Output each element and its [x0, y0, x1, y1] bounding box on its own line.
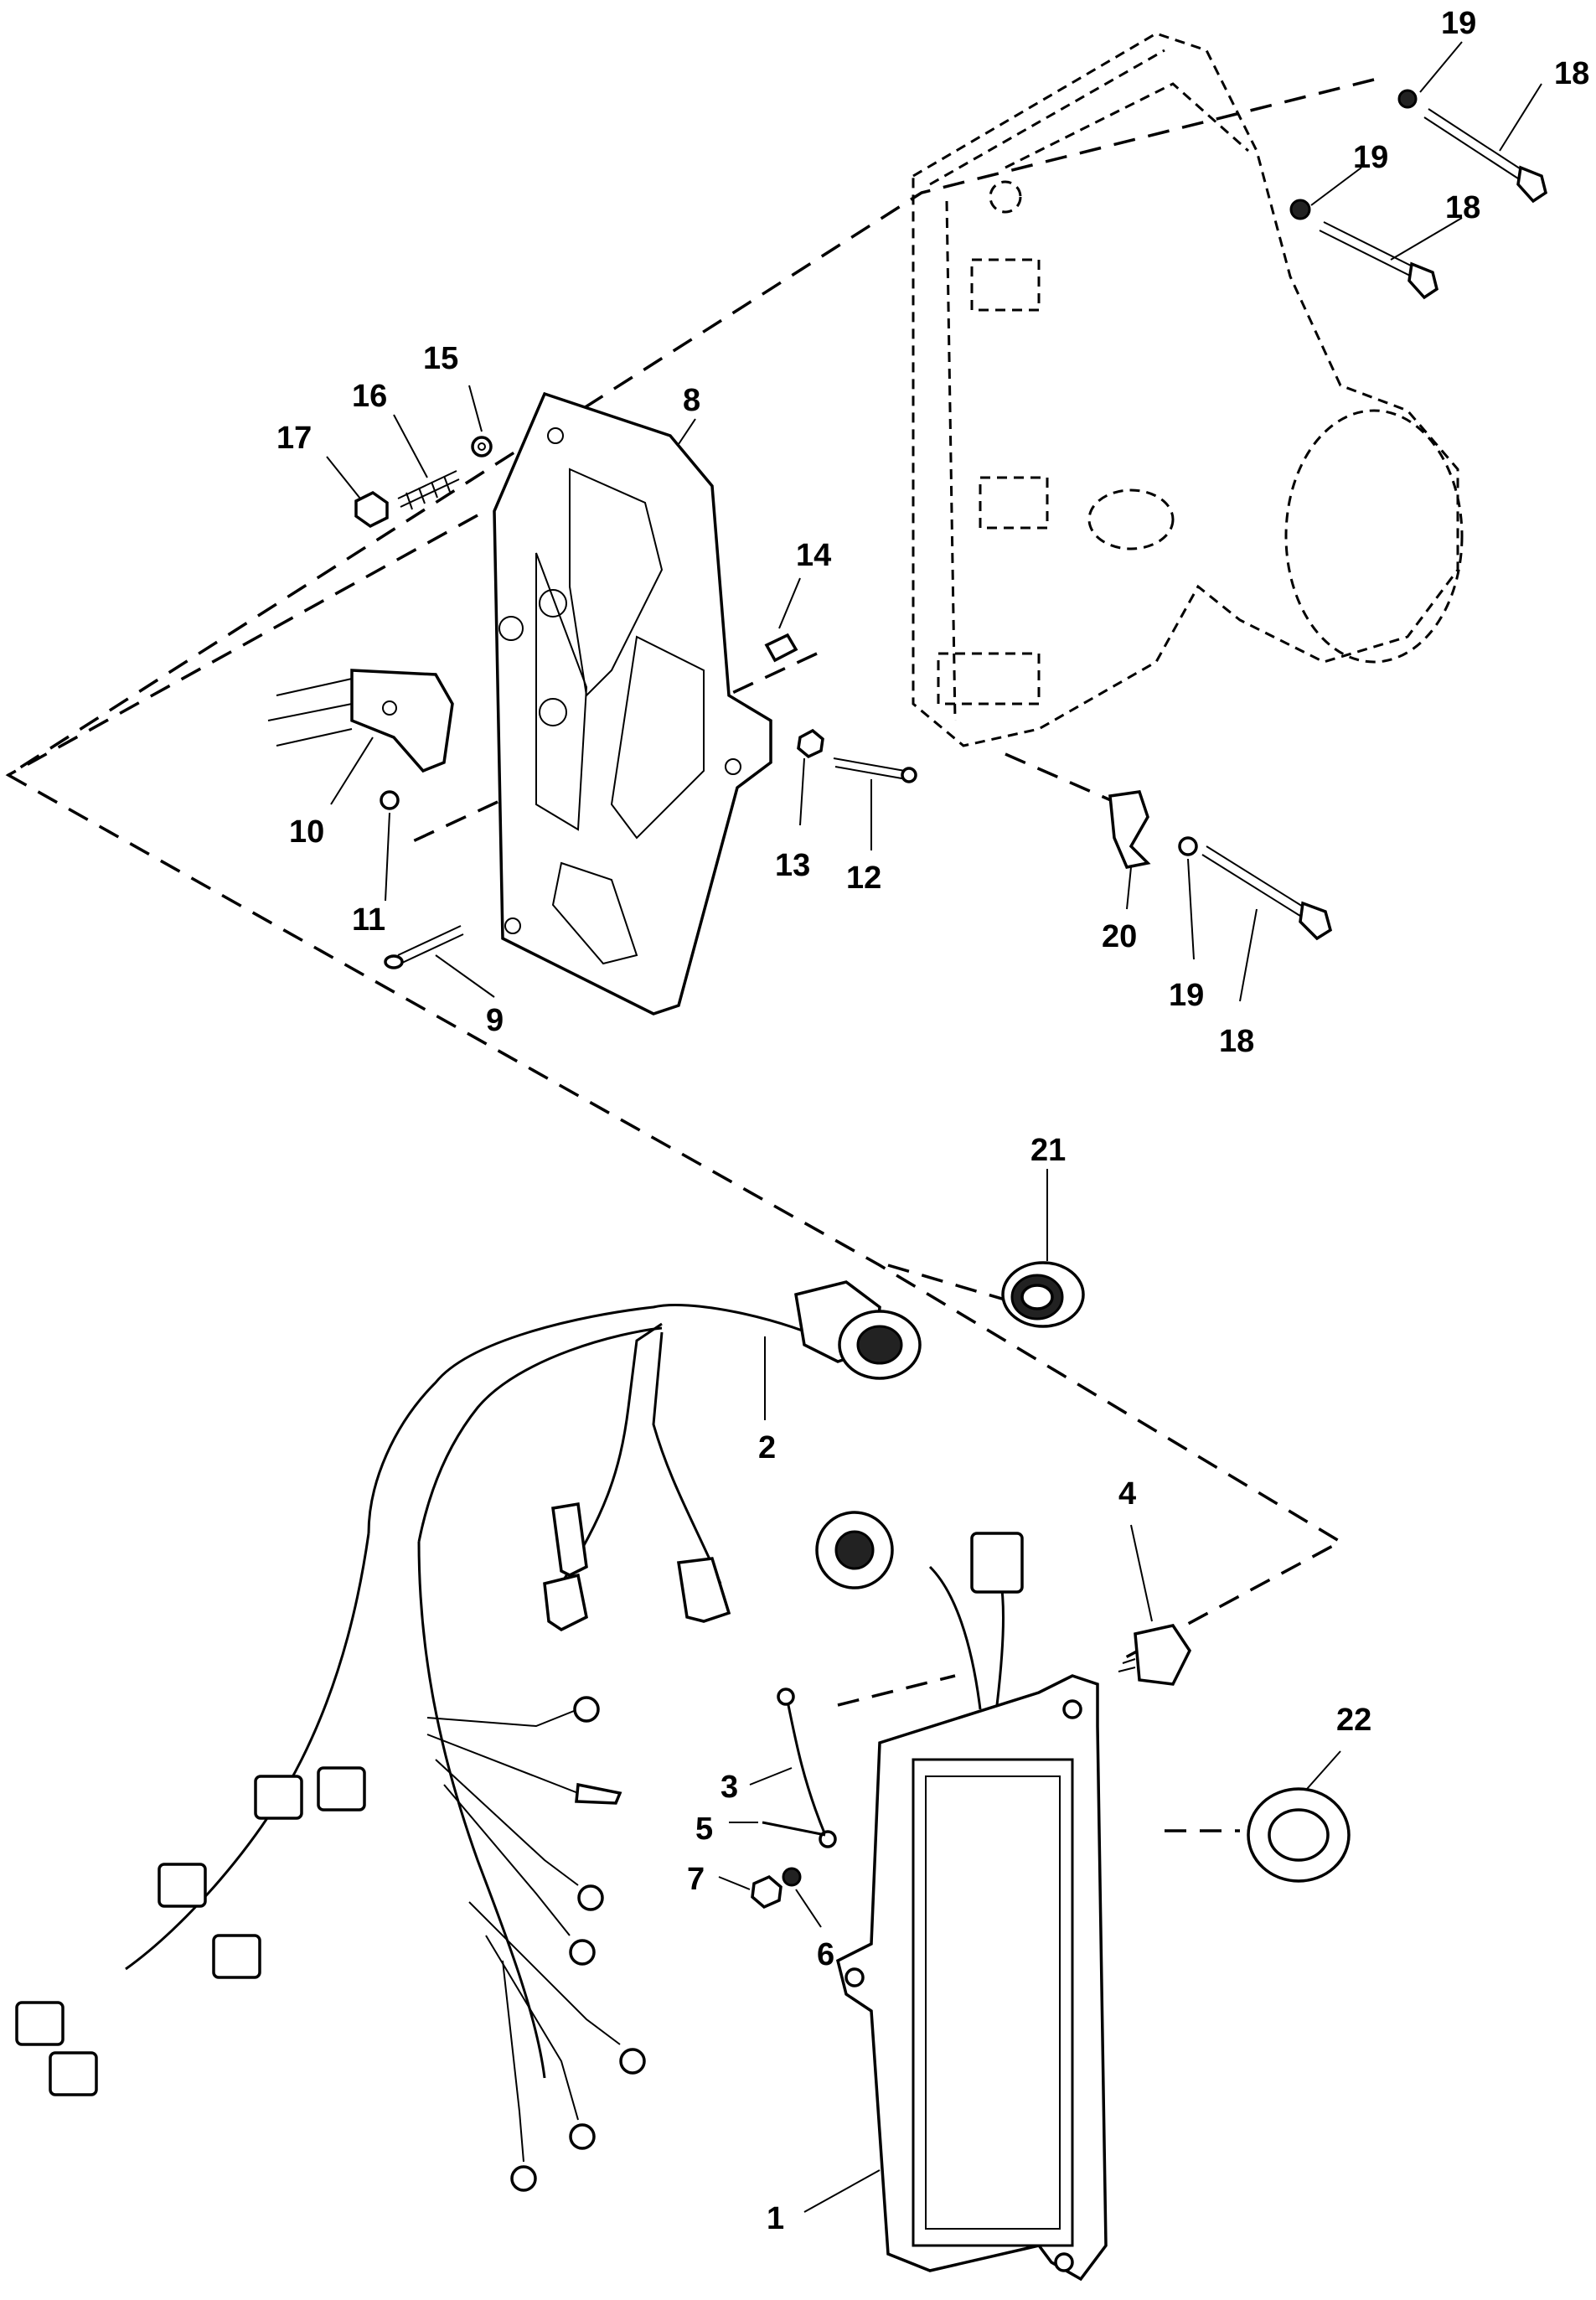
grommet-21 — [1001, 1261, 1085, 1328]
harness-bracket — [267, 669, 454, 773]
grommet-22 — [1247, 1787, 1351, 1883]
callout-7: 7 — [687, 1862, 705, 1897]
stud-16 — [397, 470, 460, 510]
callout-10: 10 — [289, 814, 324, 850]
washer-19c — [1178, 836, 1198, 856]
washer-19b — [1289, 199, 1311, 220]
sensor-4 — [1118, 1624, 1192, 1686]
wiring-harness — [15, 1280, 922, 2192]
callout-19c: 19 — [1169, 978, 1204, 1013]
control-module-1 — [815, 1511, 1108, 2282]
callout-14: 14 — [796, 538, 831, 573]
screw-12 — [833, 757, 907, 780]
callout-22: 22 — [1336, 1703, 1371, 1738]
callout-3: 3 — [721, 1770, 738, 1805]
callout-20: 20 — [1102, 919, 1137, 954]
callout-2: 2 — [758, 1430, 776, 1465]
callout-18a: 18 — [1554, 56, 1589, 91]
electrical-box-housing — [912, 32, 1464, 747]
callout-16: 16 — [352, 379, 387, 414]
callout-8: 8 — [683, 383, 700, 418]
bolt-18c — [1201, 845, 1308, 918]
harness-connectors — [15, 1766, 366, 2096]
callout-5: 5 — [695, 1812, 713, 1847]
ground-strap-20 — [1108, 790, 1151, 869]
callout-4: 4 — [1118, 1476, 1136, 1512]
bolt-18a — [1423, 108, 1526, 181]
washer-19a — [1397, 89, 1418, 109]
callout-15: 15 — [423, 341, 458, 376]
nut-17 — [354, 490, 389, 529]
washer-15 — [471, 436, 493, 457]
ring-terminals — [426, 1696, 646, 2192]
callout-17: 17 — [276, 421, 312, 456]
washer-6 — [782, 1867, 802, 1887]
nut-7 — [751, 1874, 783, 1910]
bolts-washers — [1108, 89, 1547, 941]
callout-11: 11 — [352, 902, 385, 938]
callout-21: 21 — [1030, 1133, 1066, 1168]
callout-9: 9 — [486, 1003, 504, 1038]
bolt-18b — [1319, 221, 1417, 277]
washer-11 — [380, 790, 400, 810]
leader-lines — [326, 41, 1542, 2213]
callout-1: 1 — [767, 2201, 784, 2236]
ground-lead-3 — [786, 1700, 827, 1836]
mounting-plate — [493, 391, 772, 1016]
hardware-screws-nuts — [354, 436, 917, 969]
callout-12: 12 — [846, 861, 881, 896]
callout-19a: 19 — [1441, 6, 1476, 41]
callout-13: 13 — [775, 848, 810, 883]
lead-5 — [762, 1821, 826, 1837]
bushing-14 — [764, 633, 798, 663]
callout-18b: 18 — [1445, 190, 1480, 225]
callout-18c: 18 — [1219, 1024, 1254, 1059]
nut-13 — [797, 728, 824, 759]
screw-9 — [397, 925, 464, 964]
callout-labels: 19 18 19 18 15 16 8 17 14 10 13 12 11 20… — [276, 6, 1589, 2236]
callout-19b: 19 — [1353, 140, 1388, 175]
callout-6: 6 — [817, 1937, 834, 1972]
ground-lead-hardware — [751, 1688, 837, 1910]
